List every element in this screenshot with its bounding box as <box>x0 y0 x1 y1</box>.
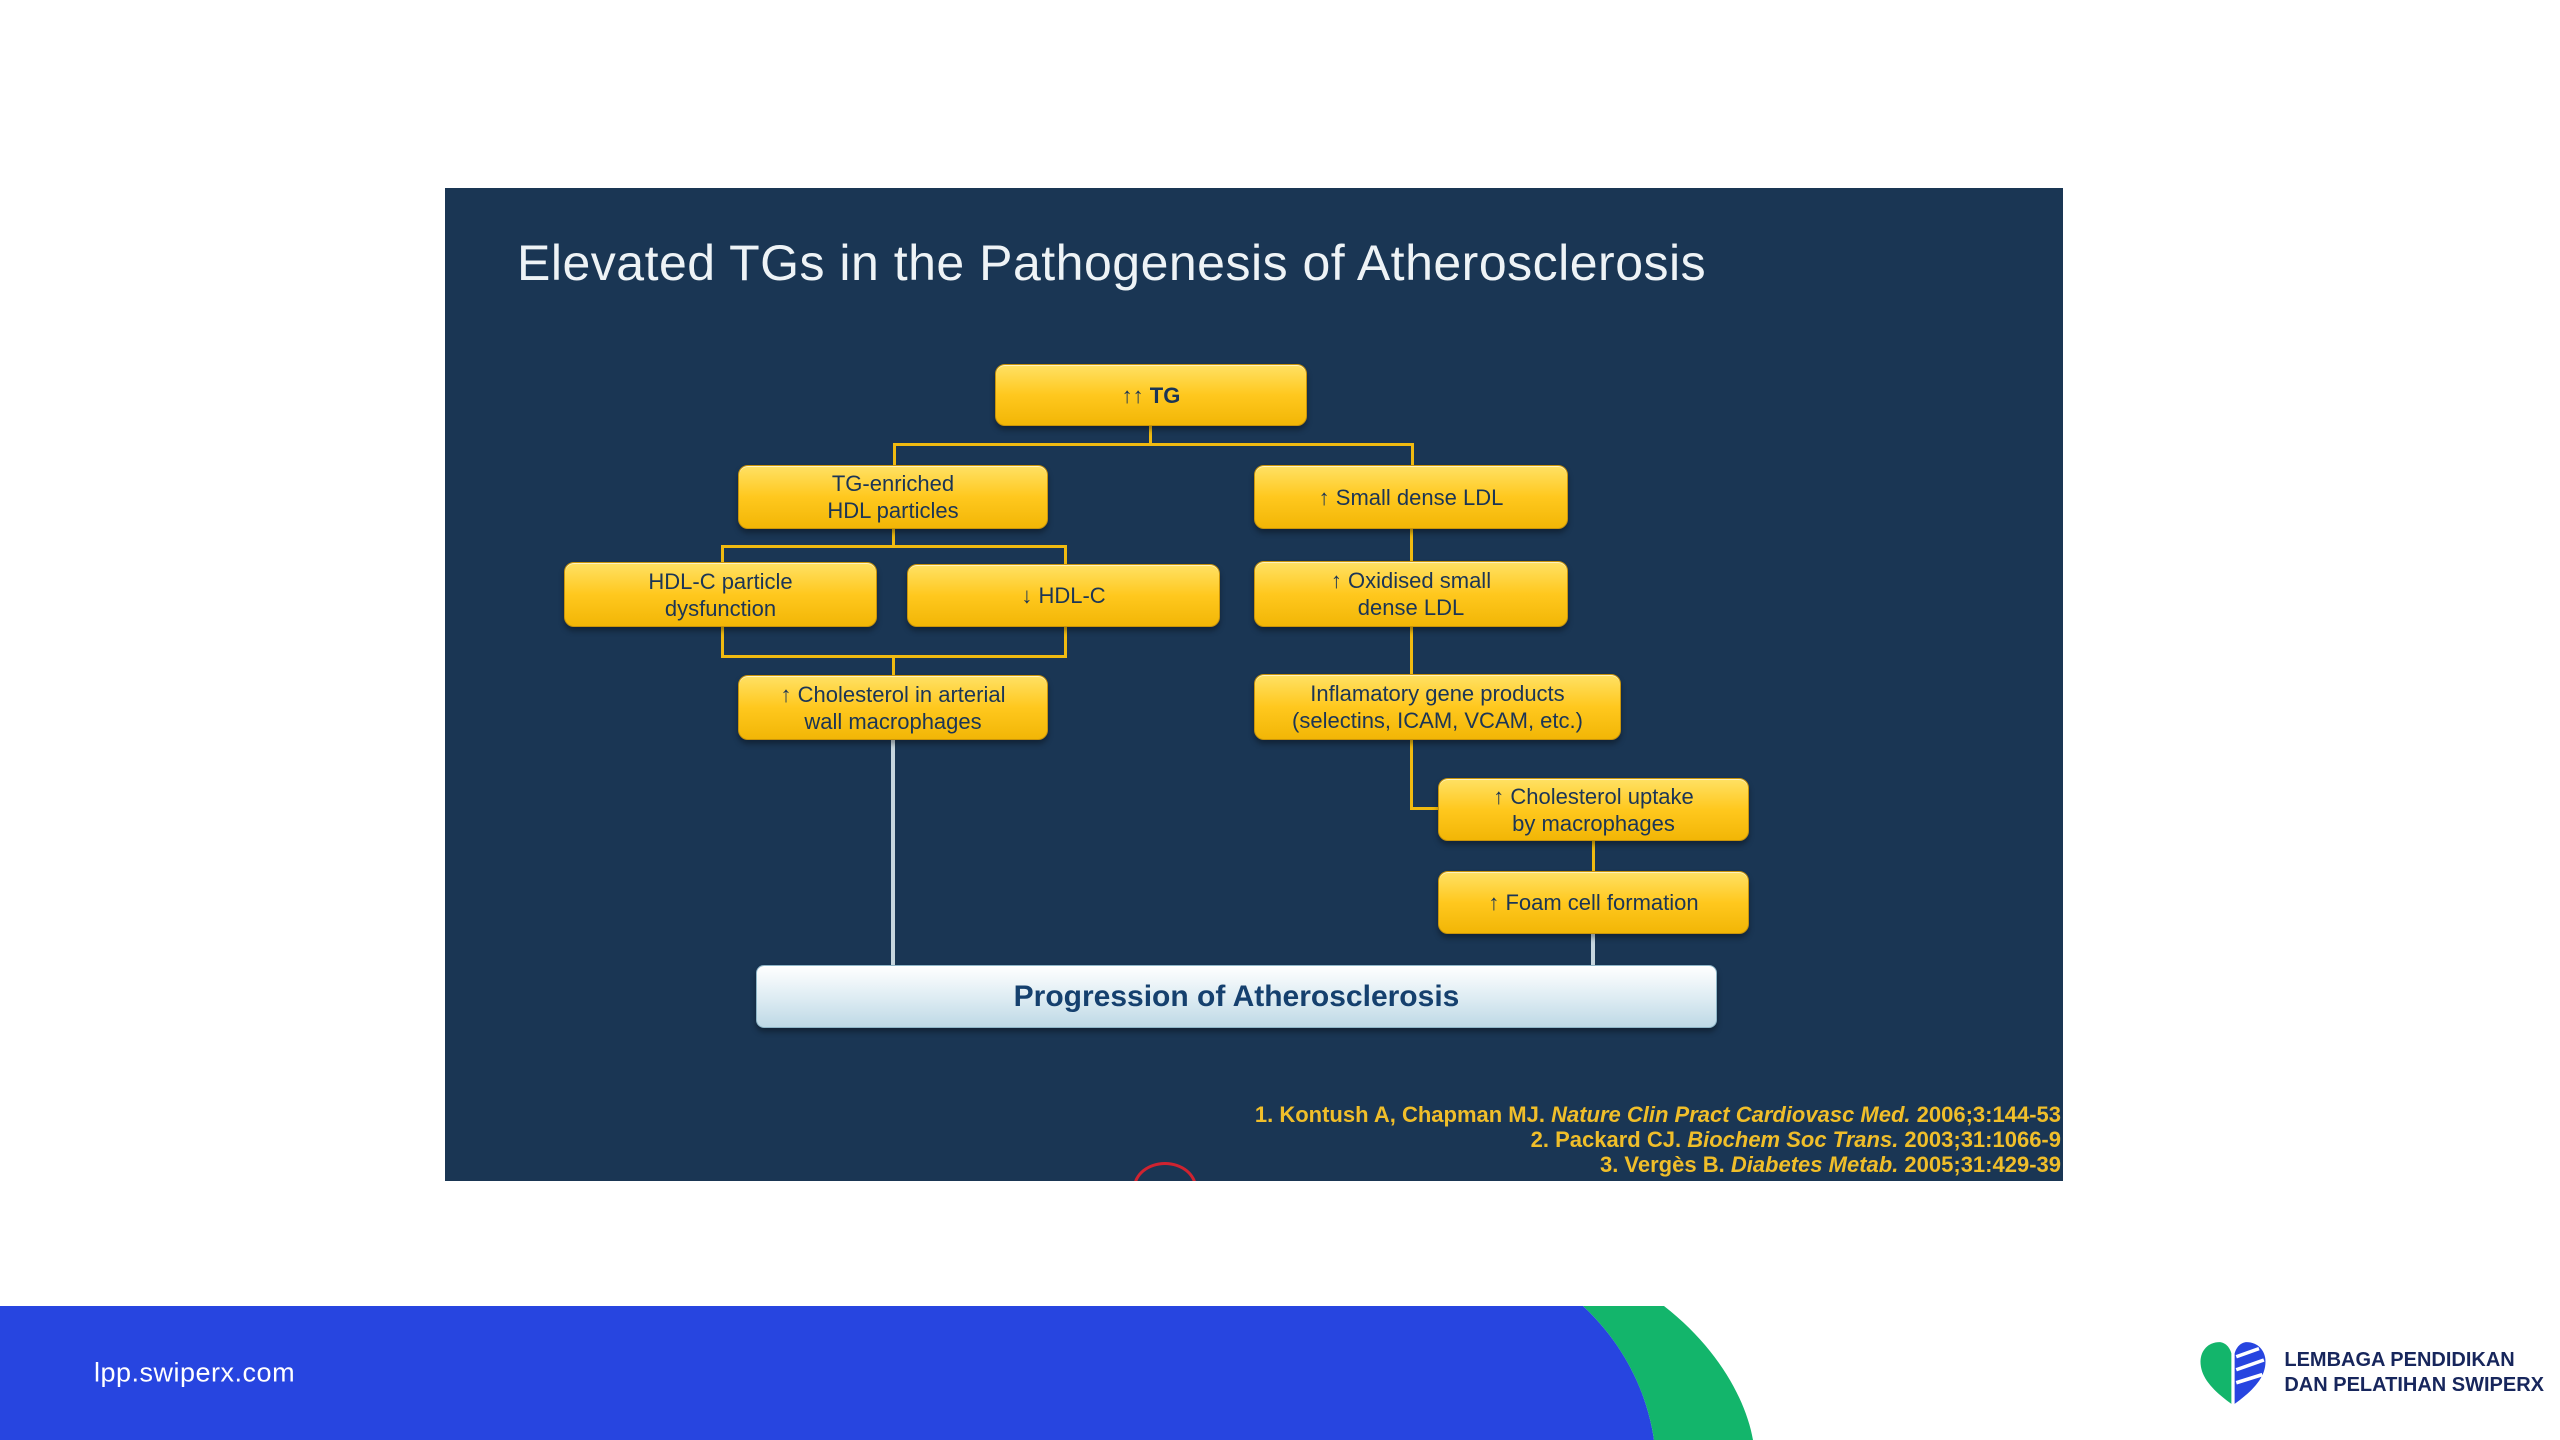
connector <box>893 443 896 467</box>
page-footer: lpp.swiperx.com LEMBAGA PENDIDIKAN DAN P… <box>0 1306 2560 1440</box>
presentation-slide: Elevated TGs in the Pathogenesis of Athe… <box>445 188 2063 1181</box>
flow-box-progression: Progression of Atherosclerosis <box>756 965 1717 1028</box>
flow-box-foam-cell: ↑ Foam cell formation <box>1438 871 1749 934</box>
references: 1. Kontush A, Chapman MJ. Nature Clin Pr… <box>1255 1102 2061 1177</box>
brand-text: LEMBAGA PENDIDIKAN DAN PELATIHAN SWIPERX <box>2284 1348 2544 1398</box>
reference-text: 2003;31:1066-9 <box>1898 1127 2061 1152</box>
connector <box>1149 426 1152 446</box>
flow-box-oxidised-ldl: ↑ Oxidised small dense LDL <box>1254 561 1568 627</box>
connector <box>1064 626 1067 658</box>
reference-line: 1. Kontush A, Chapman MJ. Nature Clin Pr… <box>1255 1102 2061 1127</box>
reference-line: 2. Packard CJ. Biochem Soc Trans. 2003;3… <box>1255 1127 2061 1152</box>
connector <box>1410 739 1413 810</box>
flow-box-small-dense-ldl: ↑ Small dense LDL <box>1254 465 1568 529</box>
footer-blue-shape <box>0 1306 1654 1440</box>
connector <box>1411 443 1414 467</box>
connector-light <box>891 739 895 967</box>
reference-journal: Biochem Soc Trans. <box>1687 1127 1899 1152</box>
reference-text: 2. Packard CJ. <box>1530 1127 1688 1152</box>
flow-box-tg-enriched-hdl: TG-enriched HDL particles <box>738 465 1048 529</box>
reference-text: 2006;3:144-53 <box>1910 1102 2061 1127</box>
flow-box-tg: ↑↑ TG <box>995 364 1307 426</box>
footer-green-shape <box>1583 1306 1753 1440</box>
connector <box>893 443 1414 446</box>
slide-title: Elevated TGs in the Pathogenesis of Athe… <box>517 235 1707 291</box>
brand-text-line2: DAN PELATIHAN SWIPERX <box>2284 1374 2544 1396</box>
connector <box>721 545 1067 548</box>
reference-text: 3. Vergès B. <box>1599 1152 1731 1177</box>
footer-url: lpp.swiperx.com <box>94 1357 296 1388</box>
connector <box>1064 545 1067 566</box>
connector <box>892 655 895 677</box>
connector <box>721 545 724 564</box>
reference-text: 1. Kontush A, Chapman MJ. <box>1254 1102 1552 1127</box>
flow-box-cholesterol-arterial: ↑ Cholesterol in arterial wall macrophag… <box>738 675 1048 740</box>
connector <box>892 528 895 548</box>
connector-light <box>1591 933 1595 967</box>
flow-box-hdl-c-dysfunction: HDL-C particle dysfunction <box>564 562 877 627</box>
connector <box>1410 807 1440 810</box>
red-ellipse-mark <box>1133 1162 1197 1181</box>
reference-journal: Diabetes Metab. <box>1730 1152 1899 1177</box>
connector <box>1410 626 1413 676</box>
reference-line: 3. Vergès B. Diabetes Metab. 2005;31:429… <box>1255 1152 2061 1177</box>
flow-box-hdl-c-decrease: ↓ HDL-C <box>907 564 1220 627</box>
connector <box>721 626 724 658</box>
connector <box>1410 528 1413 563</box>
footer-decoration <box>0 1306 1753 1440</box>
flow-box-inflammatory-genes: Inflamatory gene products (selectins, IC… <box>1254 674 1621 740</box>
reference-text: 2005;31:429-39 <box>1898 1152 2061 1177</box>
brand-logo: LEMBAGA PENDIDIKAN DAN PELATIHAN SWIPERX <box>2194 1334 2544 1412</box>
connector <box>1592 840 1595 873</box>
swiperx-heart-book-icon <box>2200 1342 2266 1404</box>
flow-box-cholesterol-uptake: ↑ Cholesterol uptake by macrophages <box>1438 778 1749 841</box>
reference-journal: Nature Clin Pract Cardiovasc Med. <box>1551 1102 1911 1127</box>
brand-text-line1: LEMBAGA PENDIDIKAN <box>2284 1349 2515 1371</box>
